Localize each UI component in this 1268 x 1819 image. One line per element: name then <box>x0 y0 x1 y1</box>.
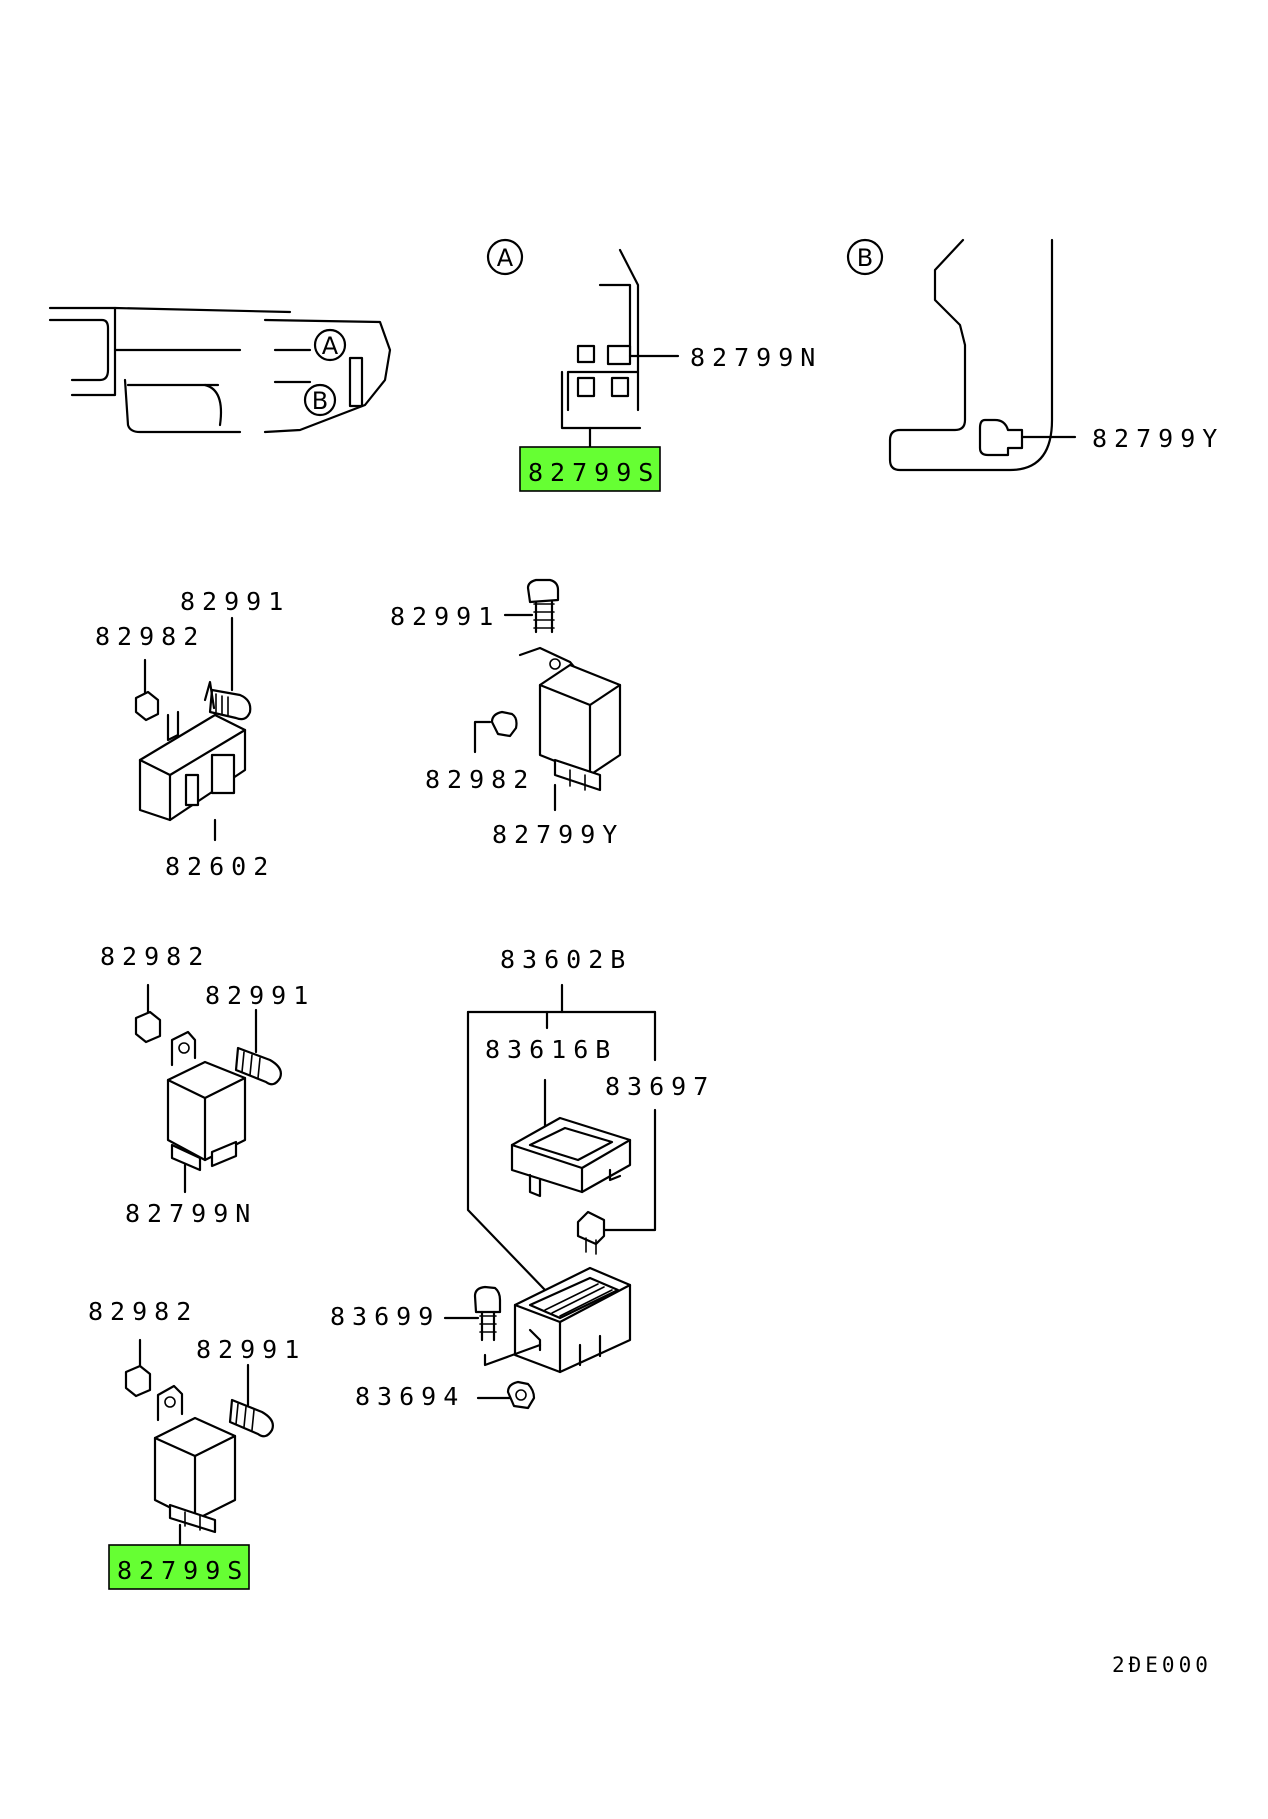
view-a-callout: A <box>497 244 514 272</box>
view-b: B 82799Y <box>846 238 1224 472</box>
g1-bolt-icon <box>208 688 252 721</box>
g2-nut-icon <box>490 710 518 738</box>
g4-label-relay: 82799S <box>117 1556 249 1585</box>
dashboard-overview: A B <box>48 306 392 434</box>
fb-label-assembly: 83602B <box>500 945 632 974</box>
g3-label-relay: 82799N <box>125 1199 257 1228</box>
g3-nut-icon <box>134 1010 162 1044</box>
g1-connector-icon <box>210 753 236 795</box>
g1-unit-82602-icon <box>138 713 247 822</box>
g2-label-relay: 82799Y <box>492 820 624 849</box>
g4-label-nut: 82982 <box>88 1297 198 1326</box>
view-b-callout: B <box>857 244 873 272</box>
fb-label-nut: 83694 <box>355 1382 465 1411</box>
g1-label-unit: 82602 <box>165 852 275 881</box>
group-82602: 82991 82982 82602 <box>95 587 290 881</box>
fb-nut-icon <box>506 1380 536 1410</box>
fb-screw-icon <box>473 1285 502 1314</box>
fb-base-icon <box>513 1266 632 1374</box>
view-a-label-82799n: 82799N <box>690 343 822 372</box>
g1-nut-icon <box>134 690 160 722</box>
fuse-box-assembly: 83602B 83616B 83697 83699 83694 <box>330 945 715 1411</box>
group-82799n: 82982 82991 82799N <box>100 942 315 1228</box>
g3-label-nut: 82982 <box>100 942 210 971</box>
fb-label-fuse: 83697 <box>605 1072 715 1101</box>
fb-label-screw: 83699 <box>330 1302 440 1331</box>
view-b-label-82799y: 82799Y <box>1092 424 1224 453</box>
overview-callout-b: B <box>312 387 328 415</box>
g2-bolt-icon <box>526 578 560 604</box>
group-82799s: 82982 82991 82799S <box>88 1297 306 1590</box>
view-a: A 82799N 82799S <box>486 238 822 492</box>
g1-label-nut: 82982 <box>95 622 205 651</box>
overview-callout-a: A <box>322 332 339 360</box>
g4-label-bolt: 82991 <box>196 1335 306 1364</box>
fb-label-cover: 83616B <box>485 1035 617 1064</box>
g1-label-bolt: 82991 <box>180 587 290 616</box>
g2-label-bolt: 82991 <box>390 602 500 631</box>
g2-label-nut: 82982 <box>425 765 535 794</box>
g4-nut-icon <box>124 1364 152 1398</box>
g3-label-bolt: 82991 <box>205 981 315 1010</box>
highlight-82799s-bottom <box>108 1544 250 1590</box>
g4-bolt-icon <box>228 1398 274 1438</box>
view-a-label-82799s: 82799S <box>528 458 660 487</box>
fb-fuse-icon <box>576 1210 606 1246</box>
drawing-code: 2ÐE000 <box>1112 1653 1212 1677</box>
group-82799y: 82991 82982 82799Y <box>390 578 624 849</box>
highlight-82799s-top <box>519 446 661 492</box>
g2-relay-82799y-icon <box>538 663 622 777</box>
